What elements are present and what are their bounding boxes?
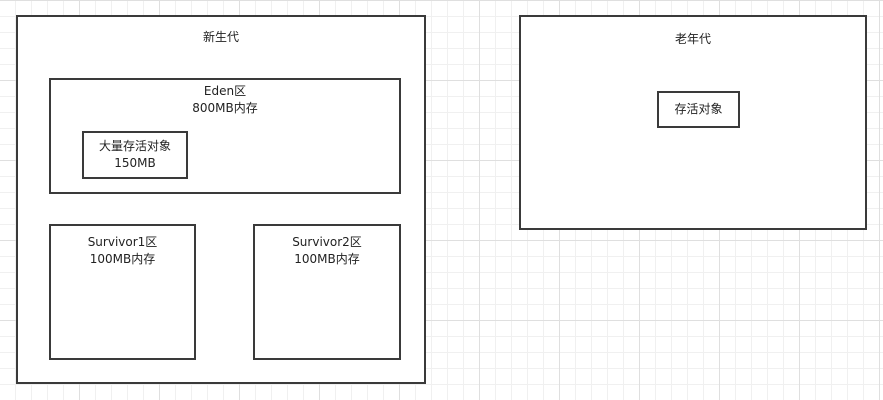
- young-generation-title: 新生代: [202, 30, 239, 44]
- surviving-objects-box[interactable]: 存活对象: [657, 91, 740, 128]
- survivor1-box[interactable]: Survivor1区 100MB内存: [49, 224, 196, 360]
- eden-memory: 800MB内存: [192, 101, 258, 115]
- eden-name: Eden区: [203, 84, 247, 98]
- bulk-objects-size: 150MB: [114, 156, 156, 170]
- surviving-objects-name: 存活对象: [674, 102, 723, 116]
- eden-label: Eden区 800MB内存: [51, 80, 399, 117]
- bulk-surviving-objects-box[interactable]: 大量存活对象 150MB: [82, 131, 188, 179]
- survivor2-box[interactable]: Survivor2区 100MB内存: [253, 224, 401, 360]
- old-generation-title: 老年代: [674, 32, 711, 46]
- survivor2-memory: 100MB内存: [294, 252, 360, 266]
- survivor1-name: Survivor1区: [87, 235, 158, 249]
- bulk-objects-name: 大量存活对象: [98, 139, 171, 153]
- survivor1-memory: 100MB内存: [89, 252, 156, 266]
- young-generation-box[interactable]: 新生代 Eden区 800MB内存 大量存活对象 150MB Survivor1…: [16, 15, 426, 384]
- survivor1-label: Survivor1区 100MB内存: [51, 226, 194, 268]
- eden-box[interactable]: Eden区 800MB内存 大量存活对象 150MB: [49, 78, 401, 194]
- survivor2-label: Survivor2区 100MB内存: [255, 226, 399, 268]
- survivor2-name: Survivor2区: [292, 235, 362, 249]
- old-generation-box[interactable]: 老年代 存活对象: [519, 15, 867, 230]
